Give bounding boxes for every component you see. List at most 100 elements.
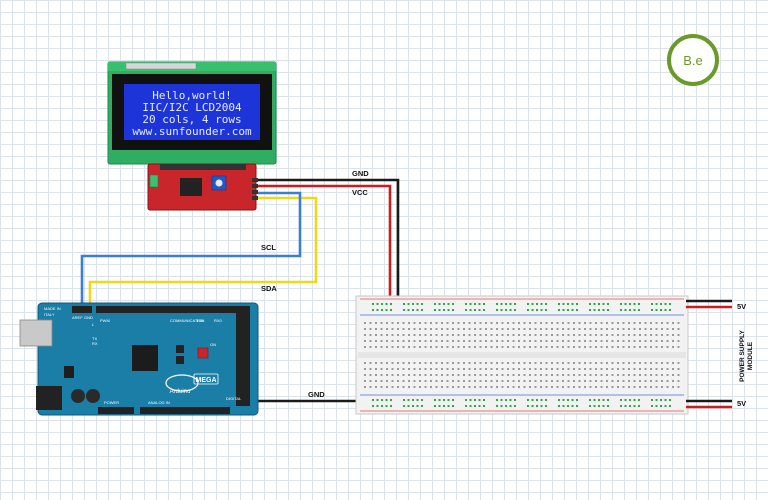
rail-hole — [447, 309, 450, 311]
terminal-hole — [655, 334, 658, 336]
terminal-hole — [567, 362, 570, 364]
terminal-hole — [430, 334, 432, 336]
rail-hole — [478, 309, 481, 311]
rail-hole — [655, 399, 658, 401]
terminal-hole — [606, 380, 608, 382]
terminal-hole — [584, 334, 586, 336]
terminal-hole — [413, 340, 416, 342]
terminal-hole — [375, 340, 377, 342]
terminal-hole — [617, 374, 619, 376]
terminal-hole — [584, 346, 586, 348]
terminal-hole — [617, 346, 619, 348]
terminal-hole — [617, 340, 619, 342]
terminal-hole — [677, 386, 680, 388]
terminal-hole — [380, 328, 383, 330]
rail-hole — [385, 399, 388, 401]
rail-hole — [474, 399, 476, 401]
terminal-hole — [408, 328, 410, 330]
terminal-hole — [600, 368, 603, 370]
terminal-hole — [677, 328, 680, 330]
terminal-hole — [584, 340, 586, 342]
terminal-hole — [545, 362, 548, 364]
terminal-hole — [551, 368, 553, 370]
rail-hole — [664, 405, 667, 407]
terminal-hole — [408, 362, 410, 364]
label-5v-top: 5V — [737, 302, 746, 311]
terminal-hole — [600, 386, 603, 388]
terminal-hole — [479, 334, 482, 336]
rail-hole — [602, 303, 605, 305]
rail-hole — [655, 309, 658, 311]
terminal-hole — [507, 362, 509, 364]
terminal-hole — [600, 380, 603, 382]
rail-hole — [390, 309, 392, 311]
rail-hole — [474, 405, 476, 407]
terminal-hole — [672, 368, 674, 370]
rail-hole — [505, 309, 507, 311]
terminal-hole — [666, 328, 669, 330]
terminal-hole — [490, 340, 493, 342]
rail-hole — [403, 399, 405, 401]
terminal-hole — [611, 334, 614, 336]
terminal-hole — [441, 380, 443, 382]
rail-hole — [536, 309, 538, 311]
terminal-hole — [490, 374, 493, 376]
rail-hole — [483, 303, 485, 305]
terminal-hole — [490, 328, 493, 330]
terminal-hole — [518, 362, 520, 364]
terminal-hole — [600, 340, 603, 342]
terminal-hole — [606, 322, 608, 324]
terminal-hole — [529, 340, 531, 342]
terminal-hole — [666, 386, 669, 388]
terminal-hole — [589, 380, 592, 382]
terminal-hole — [628, 322, 630, 324]
rail-hole — [509, 405, 512, 407]
terminal-hole — [562, 322, 564, 324]
terminal-hole — [584, 328, 586, 330]
terminal-hole — [413, 322, 416, 324]
terminal-hole — [584, 368, 586, 370]
rail-hole — [651, 309, 653, 311]
terminal-hole — [413, 368, 416, 370]
rail-hole — [465, 399, 467, 401]
terminal-hole — [479, 362, 482, 364]
terminal-hole — [501, 362, 504, 364]
rail-hole — [407, 405, 410, 407]
terminal-hole — [573, 362, 575, 364]
terminal-hole — [413, 346, 416, 348]
terminal-hole — [457, 340, 460, 342]
terminal-hole — [435, 368, 438, 370]
terminal-hole — [446, 368, 449, 370]
terminal-hole — [661, 386, 663, 388]
rail-hole — [567, 399, 569, 401]
rail-hole — [514, 309, 516, 311]
terminal-hole — [677, 346, 680, 348]
terminal-hole — [512, 334, 515, 336]
terminal-hole — [589, 374, 592, 376]
terminal-hole — [457, 374, 460, 376]
terminal-hole — [617, 328, 619, 330]
terminal-hole — [435, 380, 438, 382]
terminal-hole — [534, 374, 537, 376]
terminal-hole — [556, 362, 559, 364]
terminal-hole — [479, 322, 482, 324]
rail-hole — [540, 309, 543, 311]
rail-hole — [531, 399, 534, 401]
terminal-hole — [639, 386, 641, 388]
terminal-hole — [507, 380, 509, 382]
terminal-hole — [424, 322, 427, 324]
terminal-hole — [523, 374, 526, 376]
terminal-hole — [650, 334, 652, 336]
terminal-hole — [672, 386, 674, 388]
terminal-hole — [644, 386, 647, 388]
terminal-hole — [573, 346, 575, 348]
terminal-hole — [595, 380, 597, 382]
terminal-hole — [639, 340, 641, 342]
terminal-hole — [490, 346, 493, 348]
terminal-hole — [650, 386, 652, 388]
terminal-hole — [446, 362, 449, 364]
terminal-hole — [666, 368, 669, 370]
terminal-hole — [474, 374, 476, 376]
terminal-hole — [430, 380, 432, 382]
rail-hole — [651, 399, 653, 401]
